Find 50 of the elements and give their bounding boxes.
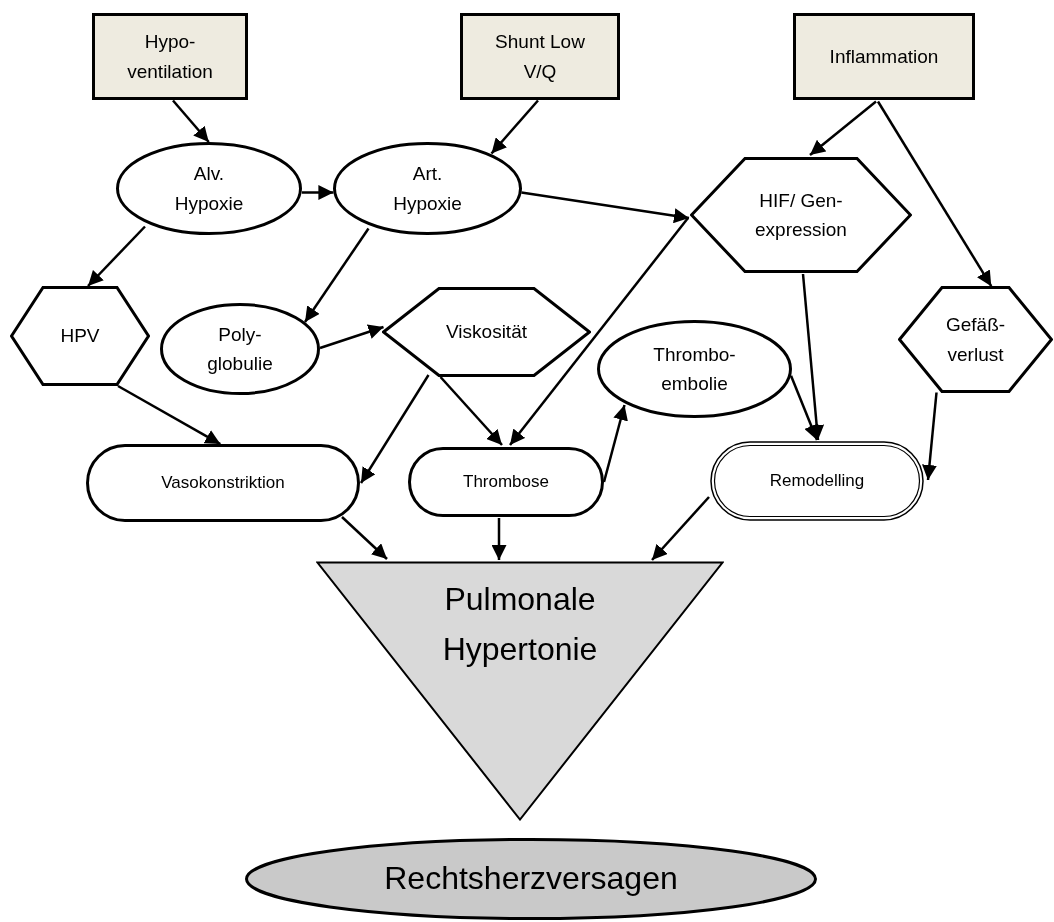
arrow <box>341 516 388 560</box>
process-hexagon <box>690 157 912 273</box>
arrow <box>509 217 689 446</box>
arrow <box>359 374 430 484</box>
outcome-triangle <box>316 561 724 821</box>
arrow <box>809 100 877 156</box>
node-label: Viskosität <box>446 320 527 345</box>
node-label: Shunt Low V/Q <box>495 30 585 84</box>
arrow <box>439 376 503 446</box>
arrow <box>490 99 539 155</box>
node-label: HIF/ Gen- expression <box>754 188 848 242</box>
process-ellipse <box>116 142 302 235</box>
arrow <box>303 227 370 323</box>
process-terminal <box>408 447 604 517</box>
arrow <box>801 273 825 441</box>
process-hexagon <box>382 287 591 377</box>
node-label: Poly- globulie <box>206 322 274 376</box>
node-label: Thrombose <box>463 470 549 493</box>
arrow <box>521 191 690 224</box>
arrow <box>922 392 938 481</box>
process-ellipse <box>333 142 522 235</box>
process-hexagon <box>898 286 1053 393</box>
node-label: Alv. Hypoxie <box>173 162 245 216</box>
arrow <box>602 404 628 483</box>
arrow <box>651 496 710 561</box>
arrow <box>302 185 334 200</box>
outcome-ellipse <box>245 838 817 920</box>
node-label: Art. Hypoxie <box>392 162 463 216</box>
node-label: Pulmonale Hypertonie <box>441 580 599 669</box>
cause-box <box>460 13 620 100</box>
node-label: Gefäß- verlust <box>944 313 1007 367</box>
arrow <box>117 384 221 446</box>
node-label: Remodelling <box>769 469 865 492</box>
arrow <box>87 225 146 287</box>
arrow <box>491 518 507 560</box>
arrow <box>319 324 384 350</box>
node-label: HPV <box>60 324 100 349</box>
process-hexagon <box>10 286 150 386</box>
process-ellipse <box>597 320 792 418</box>
node-label: Vasokonstriktion <box>161 471 285 494</box>
arrow <box>789 375 819 441</box>
process-ellipse <box>160 303 320 395</box>
node-label: Hypo- ventilation <box>126 30 214 84</box>
cause-box <box>92 13 248 100</box>
node-label: Rechtsherzversagen <box>384 859 678 899</box>
cause-box <box>793 13 975 100</box>
node-label: Thrombo- embolie <box>652 342 737 396</box>
node-label: Inflammation <box>829 44 939 69</box>
arrow <box>876 100 993 287</box>
arrow <box>172 99 210 143</box>
